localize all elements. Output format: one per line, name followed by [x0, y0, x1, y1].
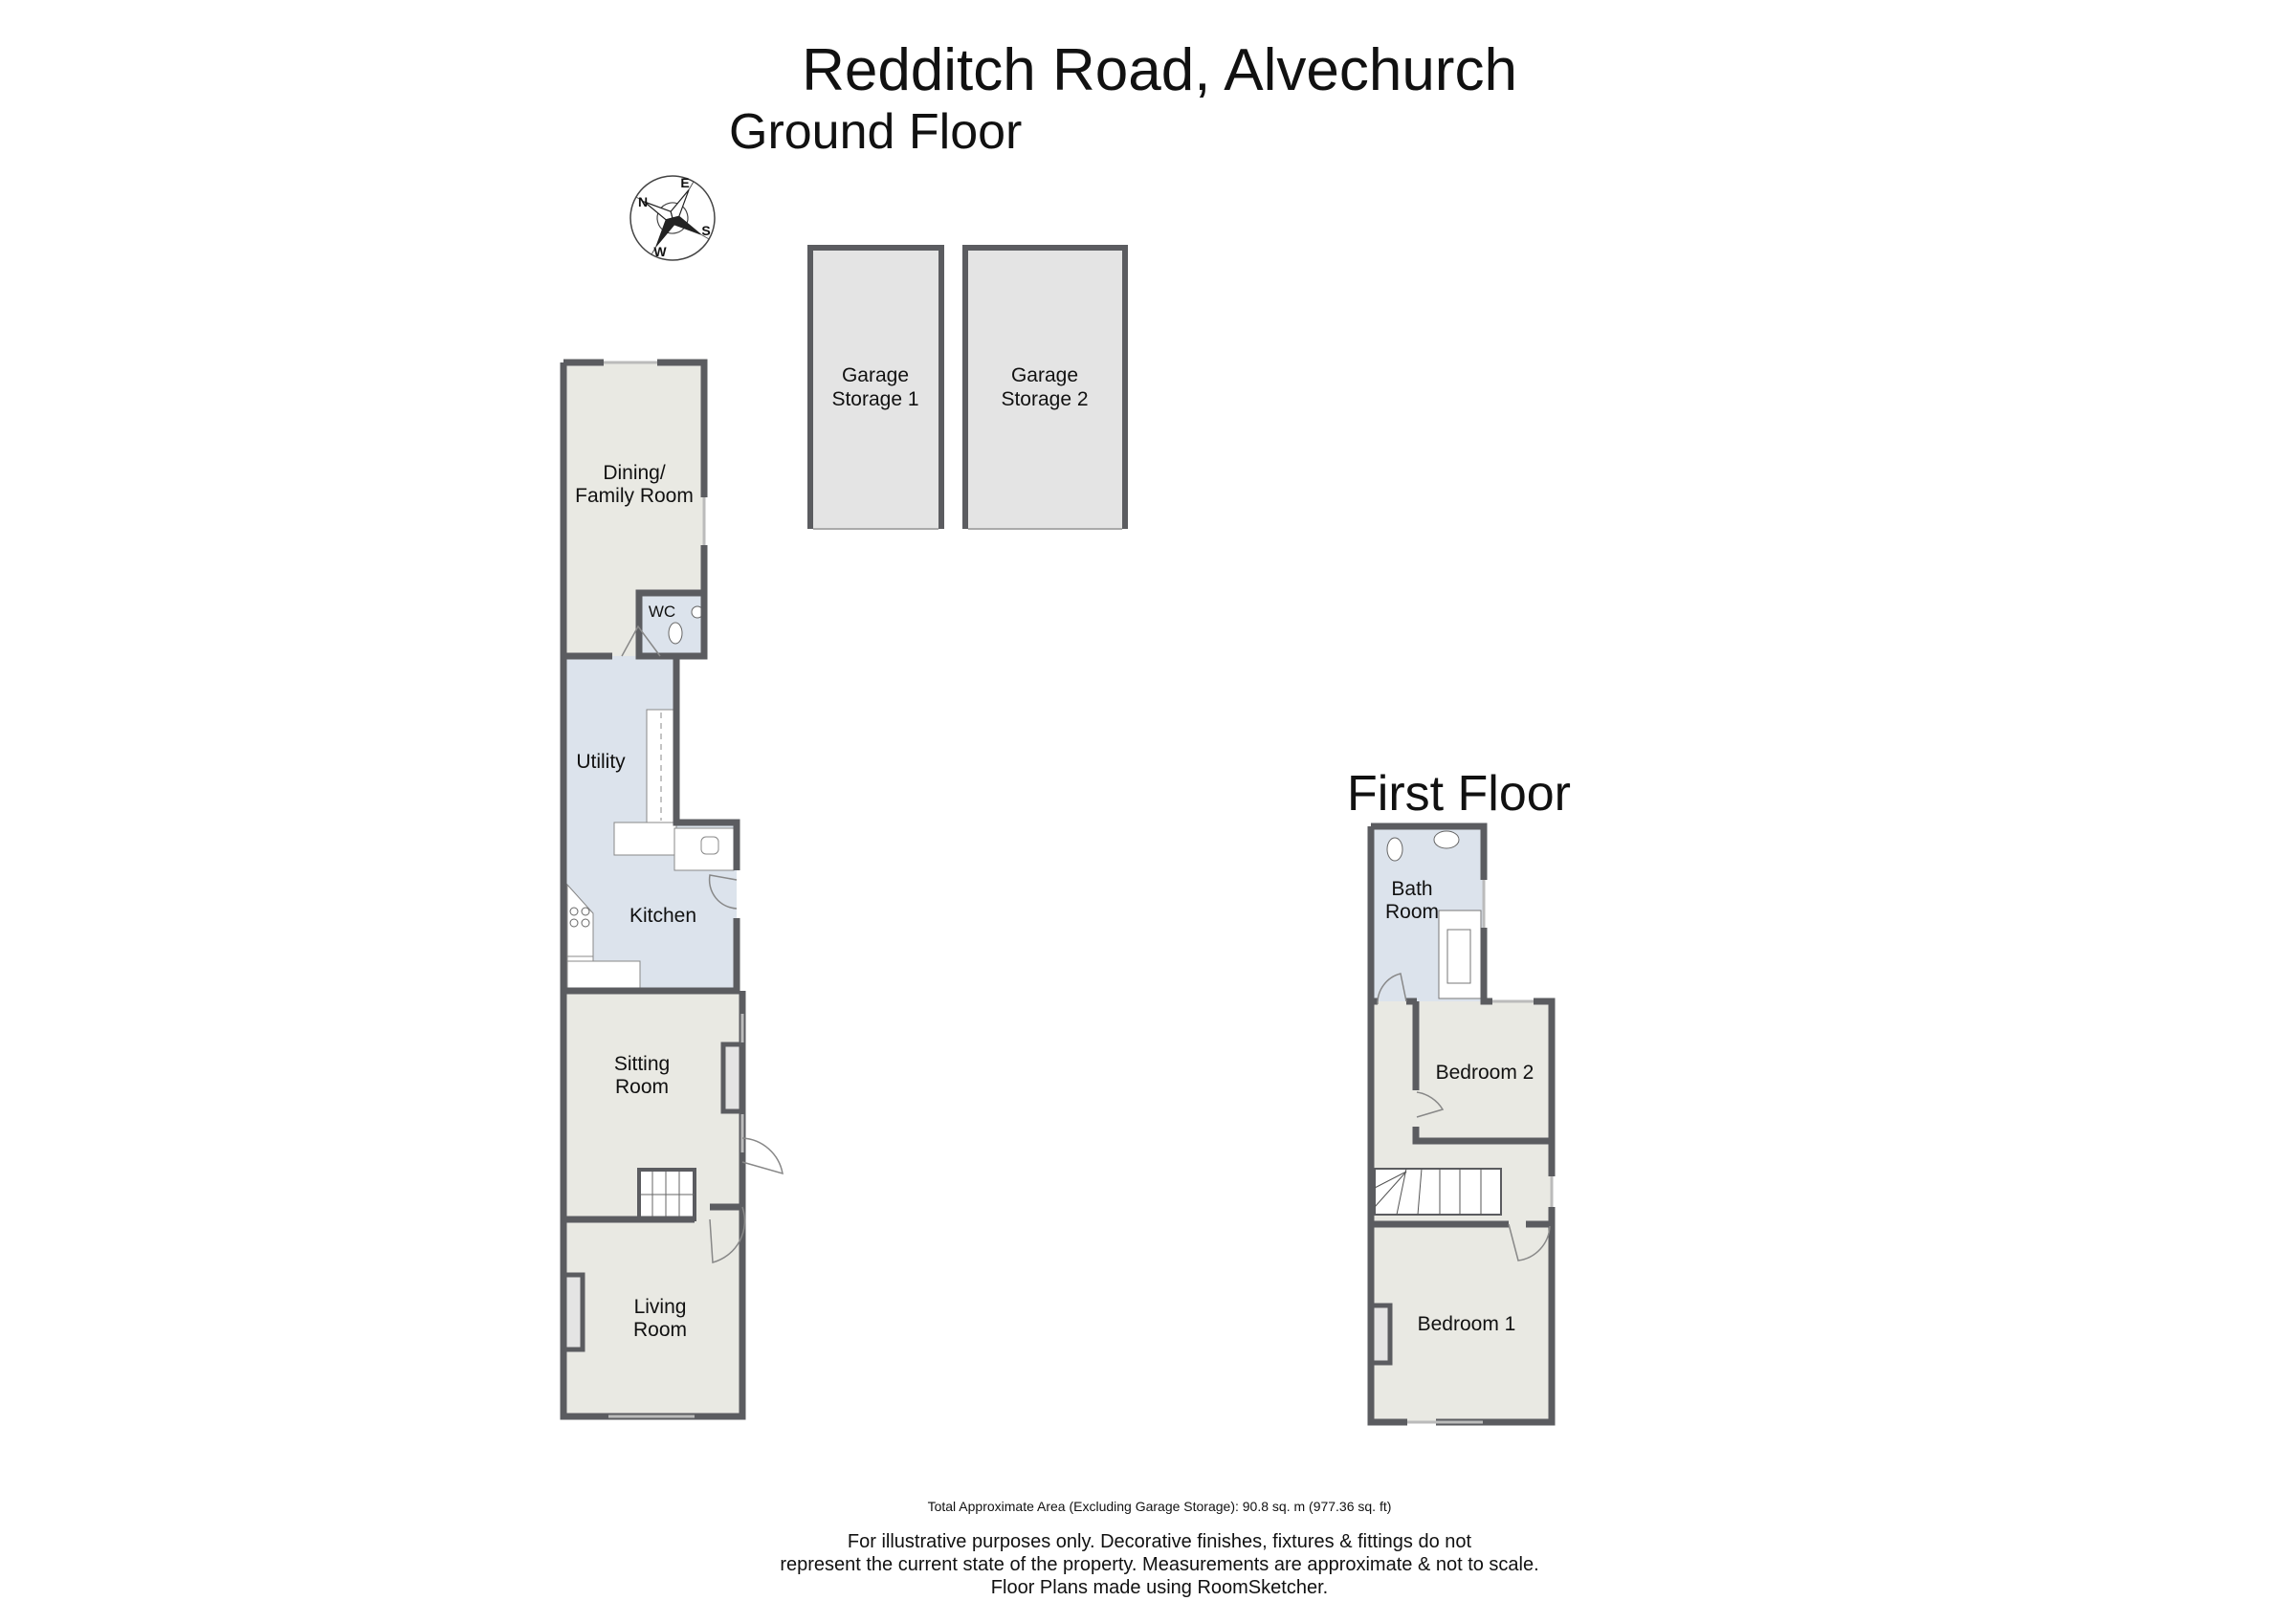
sitting-label-1: Sitting — [614, 1053, 670, 1075]
compass-w: W — [653, 244, 667, 259]
disclaimer-line-1: For illustrative purposes only. Decorati… — [847, 1531, 1472, 1552]
compass-icon — [629, 175, 716, 261]
living-room — [563, 1219, 742, 1416]
dining-label-1: Dining/ — [603, 462, 666, 484]
garage-1-label-2: Storage 1 — [831, 388, 918, 410]
wc-label: WC — [649, 603, 675, 621]
doors — [621, 625, 784, 1263]
disclaimer: For illustrative purposes only. Decorati… — [0, 1530, 2296, 1599]
bedroom-1-label: Bedroom 1 — [1418, 1313, 1516, 1335]
compass-s: S — [701, 223, 710, 238]
disclaimer-line-3: Floor Plans made using RoomSketcher. — [990, 1577, 1329, 1598]
bath-label-1: Bath — [1391, 878, 1432, 900]
living-label-1: Living — [634, 1296, 687, 1318]
plan-title: Redditch Road, Alvechurch — [802, 37, 1517, 103]
utility-label: Utility — [576, 751, 626, 773]
garage-storage-1 — [807, 245, 944, 530]
disclaimer-line-2: represent the current state of the prope… — [780, 1554, 1539, 1575]
living-label-2: Room — [633, 1319, 687, 1341]
dining-label-2: Family Room — [575, 485, 694, 507]
garage-2-label-2: Storage 2 — [1001, 388, 1088, 410]
first-floor-heading: First Floor — [1347, 766, 1571, 822]
garage-1-label-1: Garage — [842, 364, 909, 386]
garage-2-label-1: Garage — [1011, 364, 1078, 386]
total-area: Total Approximate Area (Excluding Garage… — [927, 1499, 1392, 1514]
sitting-label-2: Room — [615, 1076, 669, 1098]
ground-floor-heading: Ground Floor — [729, 104, 1023, 160]
compass-n: N — [638, 194, 648, 209]
garage-storage-2 — [962, 245, 1128, 530]
compass-e: E — [680, 175, 689, 190]
windows — [604, 361, 744, 1418]
bedroom-2-label: Bedroom 2 — [1436, 1062, 1534, 1084]
kitchen-label: Kitchen — [629, 905, 696, 927]
bath-label-2: Room — [1385, 901, 1439, 923]
